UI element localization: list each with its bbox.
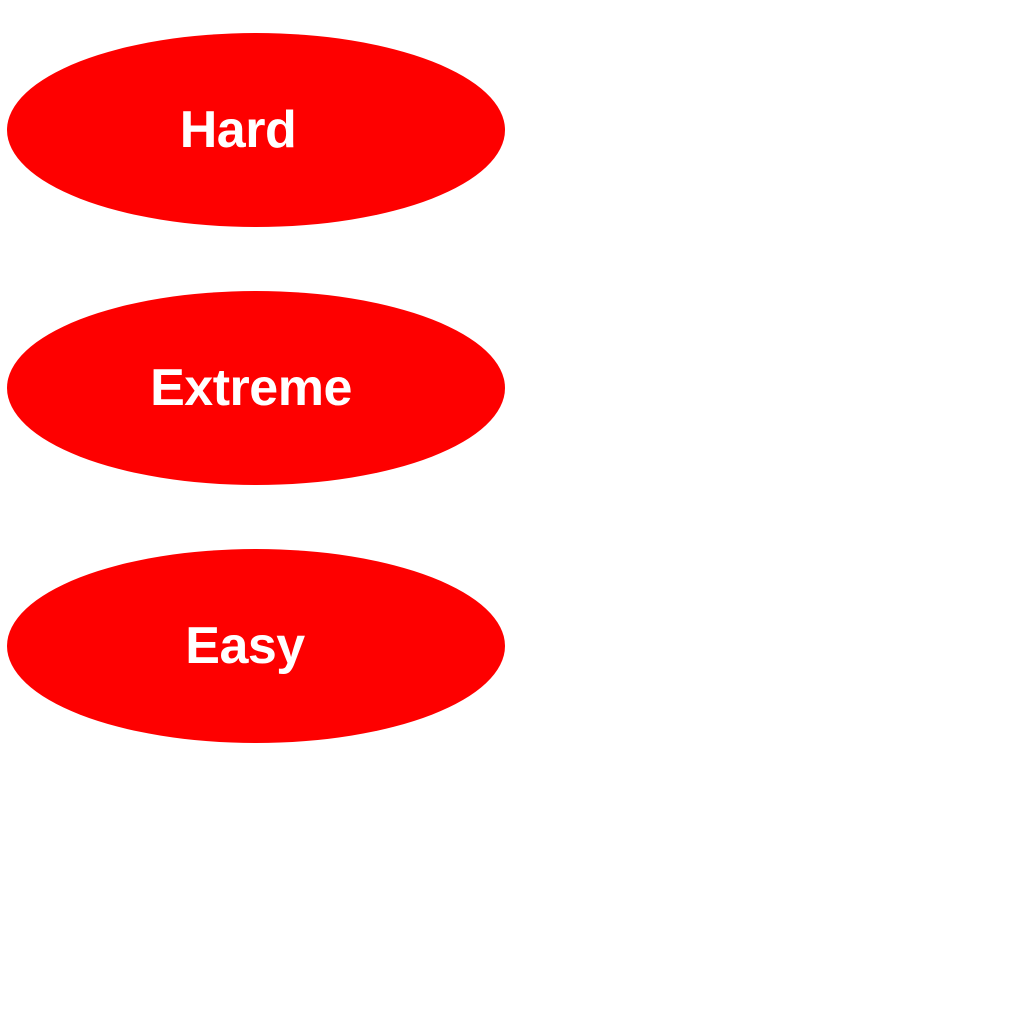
hard-button[interactable]: Hard: [7, 33, 505, 227]
extreme-button[interactable]: Extreme: [7, 291, 505, 485]
hard-button-label: Hard: [179, 101, 297, 159]
easy-button-label: Easy: [185, 617, 305, 675]
easy-button[interactable]: Easy: [7, 549, 505, 743]
extreme-button-label: Extreme: [150, 359, 352, 417]
